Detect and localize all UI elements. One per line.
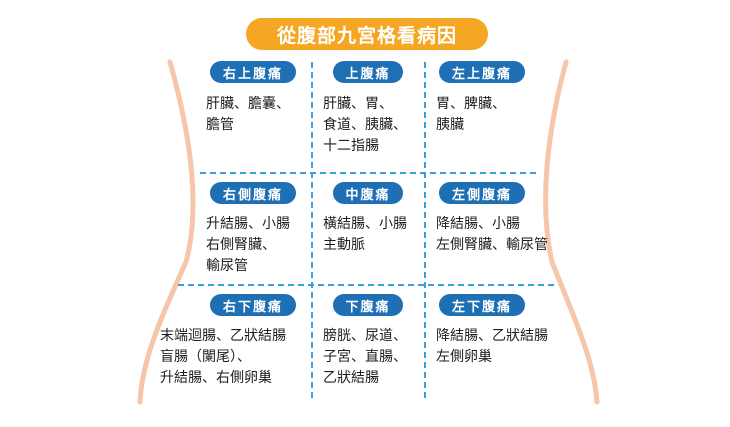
label-upper: 上腹痛 — [333, 61, 403, 83]
page-title: 從腹部九宮格看病因 — [246, 18, 488, 50]
organs-left-side: 降結腸、小腸 左側腎臟、輸尿管 — [436, 216, 548, 253]
organs-right-side: 升結腸、小腸 右側腎臟、 輸尿管 — [206, 216, 290, 274]
label-right-upper: 右上腹痛 — [210, 61, 296, 83]
label-left-upper: 左上腹痛 — [439, 61, 525, 83]
organs-right-lower: 末端迴腸、乙狀結腸 盲腸（闌尾）、 升結腸、右側卵巢 — [160, 328, 286, 386]
organs-middle: 橫結腸、小腸 主動脈 — [323, 216, 407, 253]
label-lower: 下腹痛 — [333, 294, 403, 316]
organs-lower: 膀胱、尿道、 子宮、直腸、 乙狀結腸 — [323, 328, 407, 386]
organs-right-upper: 肝臟、膽囊、 膽管 — [206, 96, 290, 133]
organs-left-lower: 降結腸、乙狀結腸 左側卵巢 — [436, 328, 548, 365]
body-outline-left — [137, 59, 196, 405]
organs-upper: 肝臟、胃、 食道、胰臟、 十二指腸 — [323, 96, 407, 154]
label-left-lower: 左下腹痛 — [439, 294, 525, 316]
label-right-side: 右側腹痛 — [210, 182, 296, 204]
body-outline-right — [543, 59, 600, 405]
label-middle: 中腹痛 — [333, 182, 403, 204]
label-right-lower: 右下腹痛 — [210, 294, 296, 316]
label-left-side: 左側腹痛 — [439, 182, 525, 204]
organs-left-upper: 胃、脾臟、 胰臟 — [436, 96, 506, 133]
